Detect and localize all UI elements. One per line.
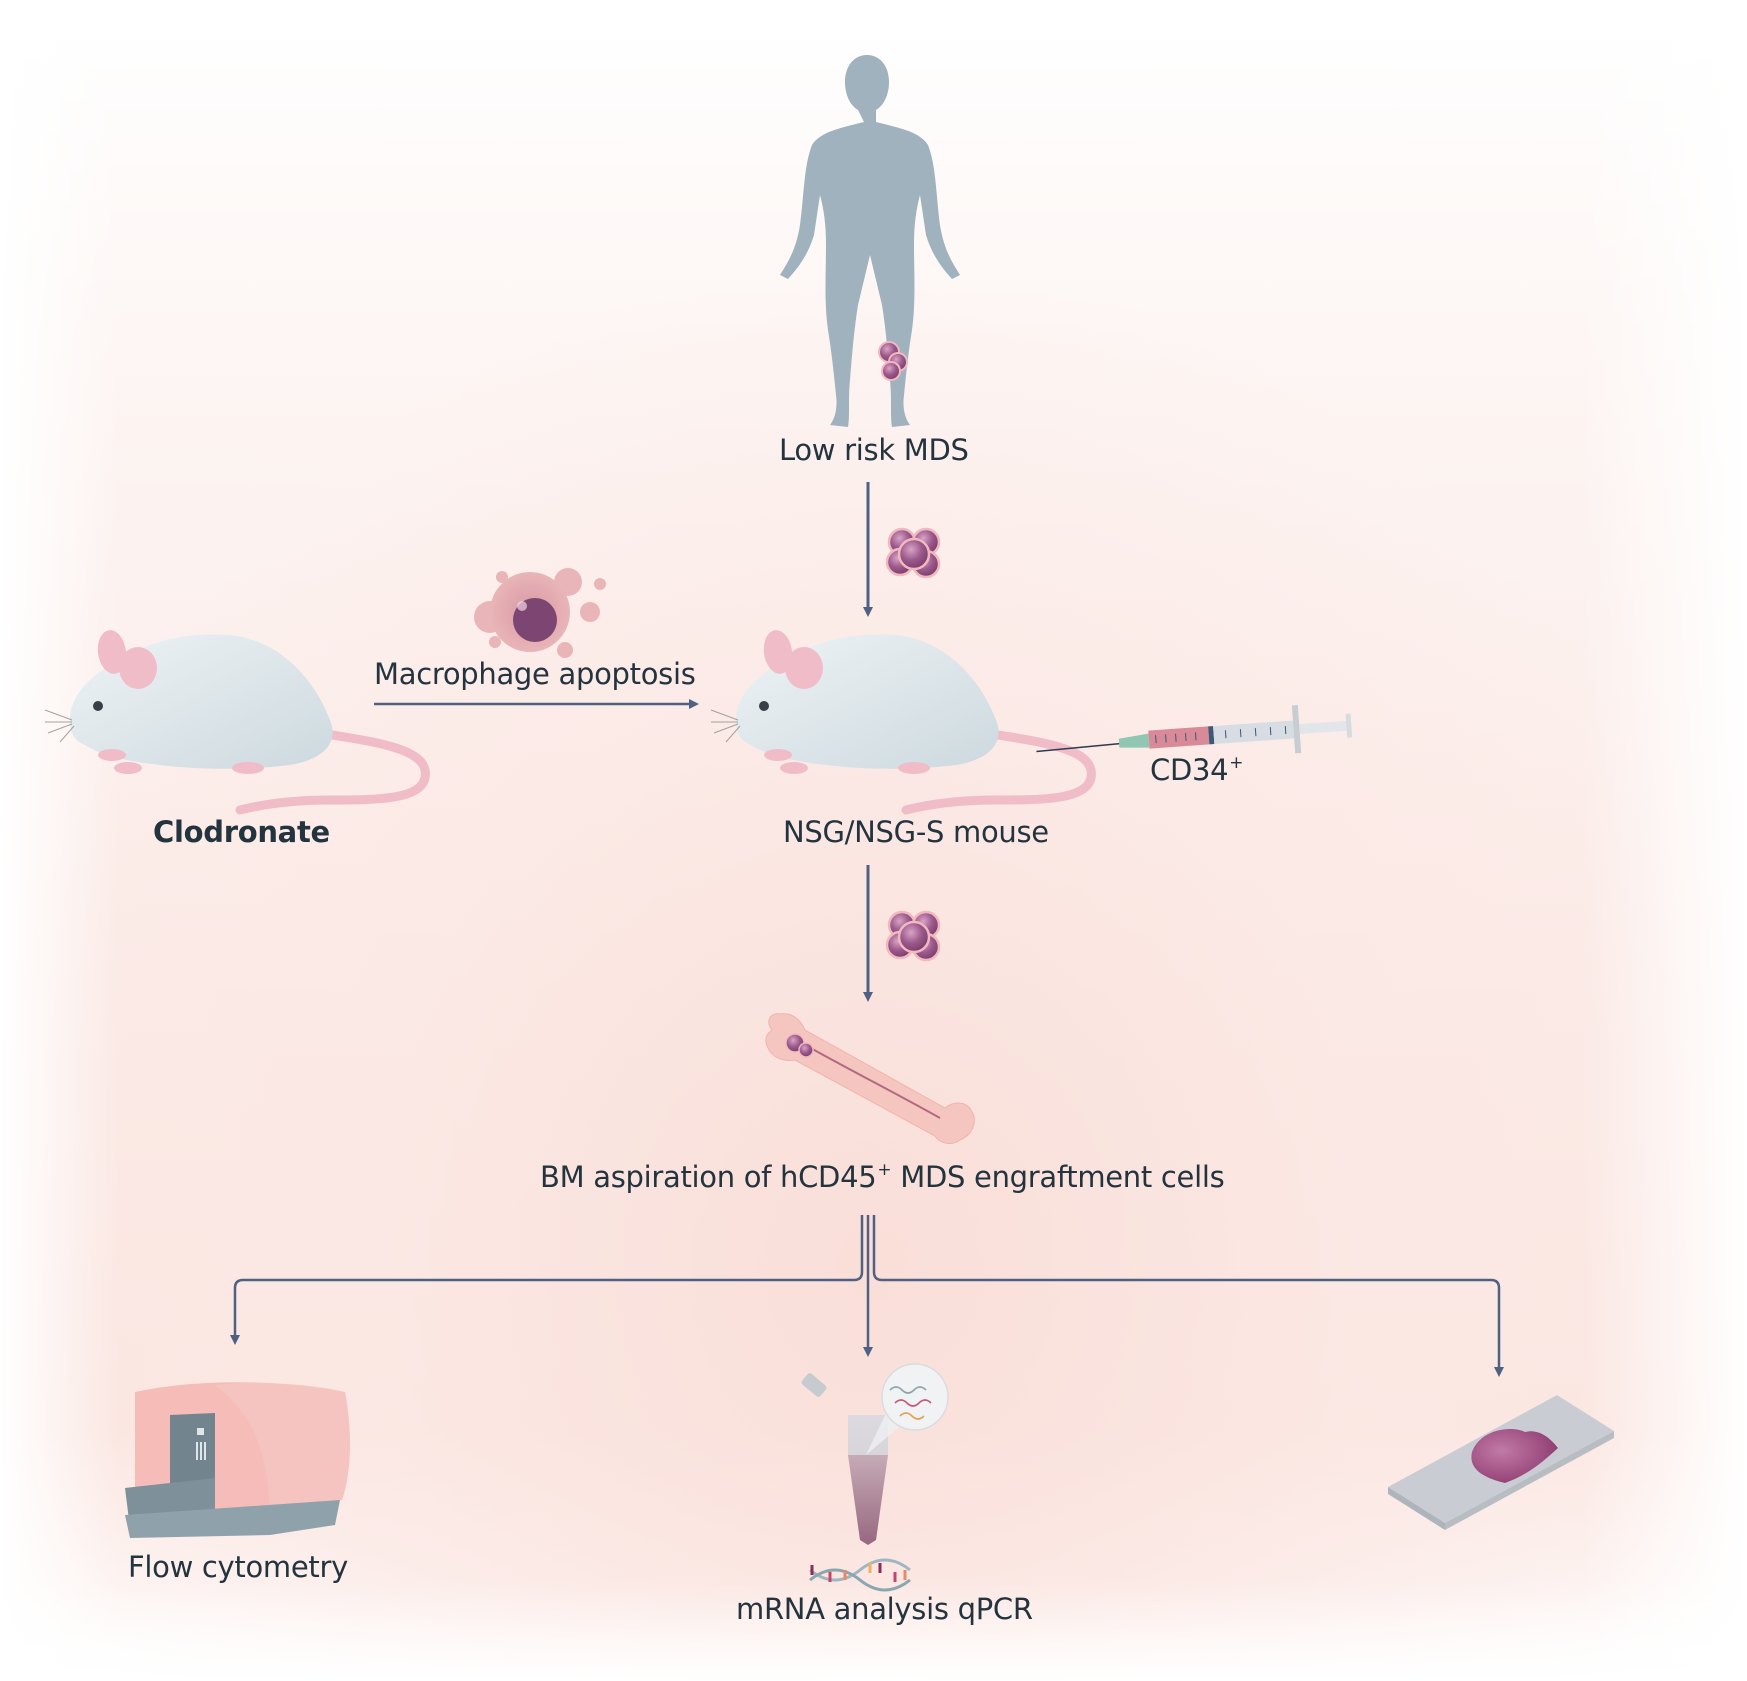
label-bm-sup: + xyxy=(877,1160,892,1180)
apoptotic-macrophage-icon xyxy=(474,568,606,658)
label-mrna-qpcr: mRNA analysis qPCR xyxy=(736,1592,1033,1626)
label-cd34-sup: + xyxy=(1229,753,1244,773)
cell-cluster-icon xyxy=(878,341,908,381)
dna-helix-icon xyxy=(809,1558,911,1592)
microtube-rna-icon xyxy=(801,1363,949,1592)
human-body-icon xyxy=(780,55,960,427)
branch-connector xyxy=(230,1215,1504,1377)
arrow-to-histology xyxy=(872,1215,1504,1377)
label-bm-post: MDS engraftment cells xyxy=(891,1160,1225,1194)
label-macrophage-apoptosis: Macrophage apoptosis xyxy=(374,657,696,691)
label-nsg-mouse: NSG/NSG-S mouse xyxy=(783,815,1049,849)
label-cd34: CD34+ xyxy=(1150,753,1244,787)
cell-cluster-icon xyxy=(885,910,941,962)
mouse-icon xyxy=(44,630,430,815)
label-clodronate: Clodronate xyxy=(153,815,330,849)
syringe-icon xyxy=(1036,705,1353,754)
mouse-icon xyxy=(710,630,1096,815)
label-cd34-main: CD34 xyxy=(1150,753,1229,787)
mouse-tail xyxy=(235,725,430,815)
bone-icon xyxy=(765,1013,975,1144)
flow-cytometer-icon xyxy=(125,1382,350,1538)
arrow-to-flow xyxy=(230,1215,864,1345)
mouse-tail xyxy=(901,725,1096,815)
label-low-risk-mds: Low risk MDS xyxy=(779,433,969,467)
microscope-slide-icon xyxy=(1388,1395,1614,1530)
label-bm-aspiration: BM aspiration of hCD45+ MDS engraftment … xyxy=(540,1160,1225,1194)
label-bm-pre: BM aspiration of hCD45 xyxy=(540,1160,877,1194)
cell-cluster-icon xyxy=(885,527,941,579)
label-flow-cytometry: Flow cytometry xyxy=(128,1550,348,1584)
